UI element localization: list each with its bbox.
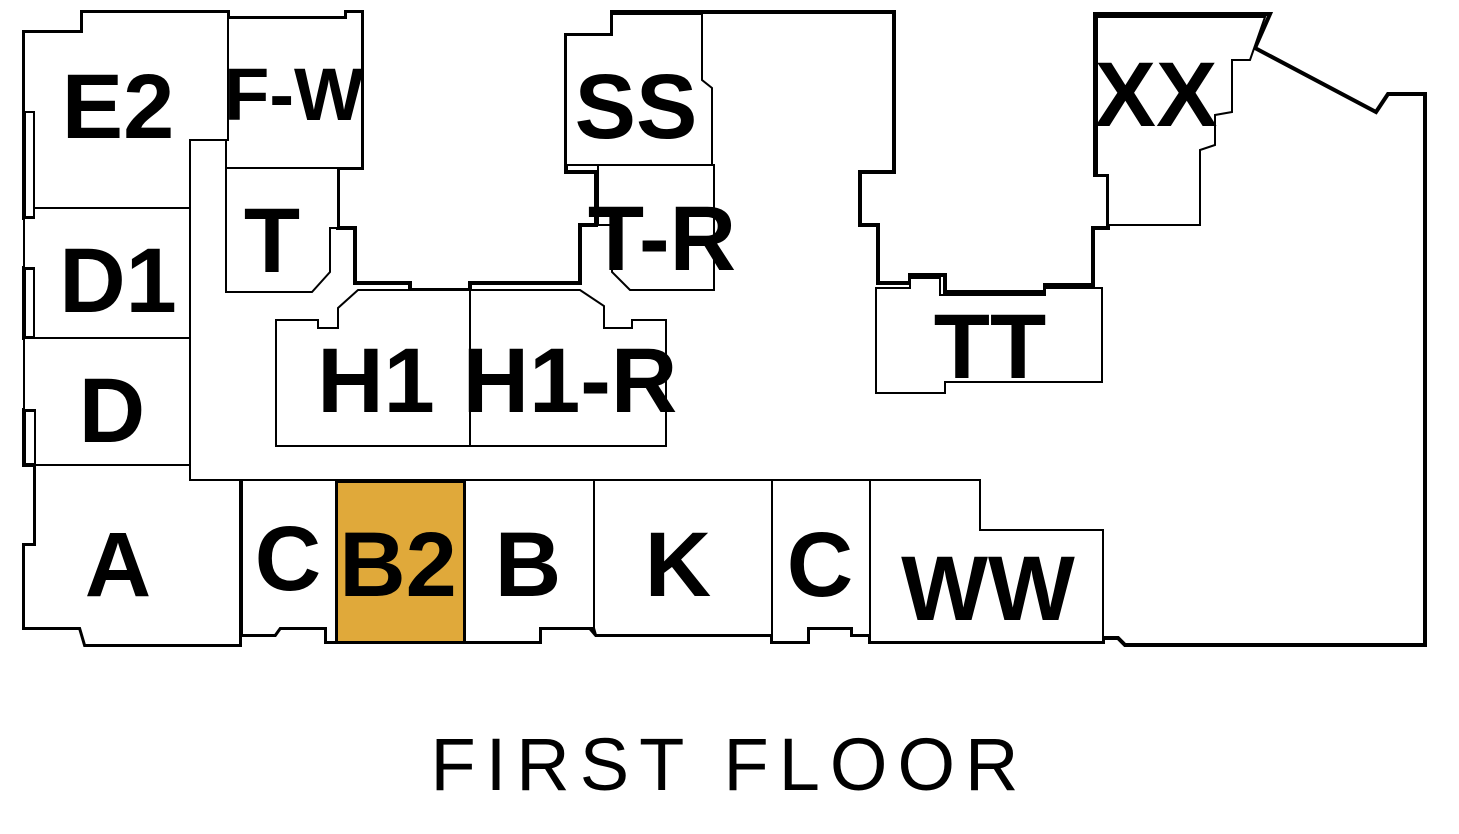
floor-title: FIRST FLOOR — [430, 723, 1029, 806]
corridor-line — [189, 140, 1103, 531]
unit-t[interactable] — [225, 167, 339, 293]
unit-h1[interactable] — [275, 289, 471, 447]
unit-ww[interactable] — [869, 479, 1104, 643]
unit-c-right[interactable] — [771, 479, 871, 643]
unit-d1[interactable] — [23, 207, 191, 339]
unit-b2[interactable] — [336, 481, 465, 643]
unit-fw[interactable] — [225, 11, 363, 169]
unit-a[interactable] — [23, 464, 241, 646]
unit-tt[interactable] — [875, 277, 1103, 394]
unit-h1r[interactable] — [469, 289, 667, 447]
unit-e2[interactable] — [23, 11, 229, 209]
unit-c-left[interactable] — [241, 479, 337, 643]
unit-xx[interactable] — [1096, 16, 1267, 226]
unit-b[interactable] — [464, 479, 595, 643]
unit-tr[interactable] — [597, 164, 715, 291]
unit-k[interactable] — [593, 479, 773, 636]
unit-d[interactable] — [23, 337, 191, 466]
unit-ss[interactable] — [565, 13, 713, 166]
